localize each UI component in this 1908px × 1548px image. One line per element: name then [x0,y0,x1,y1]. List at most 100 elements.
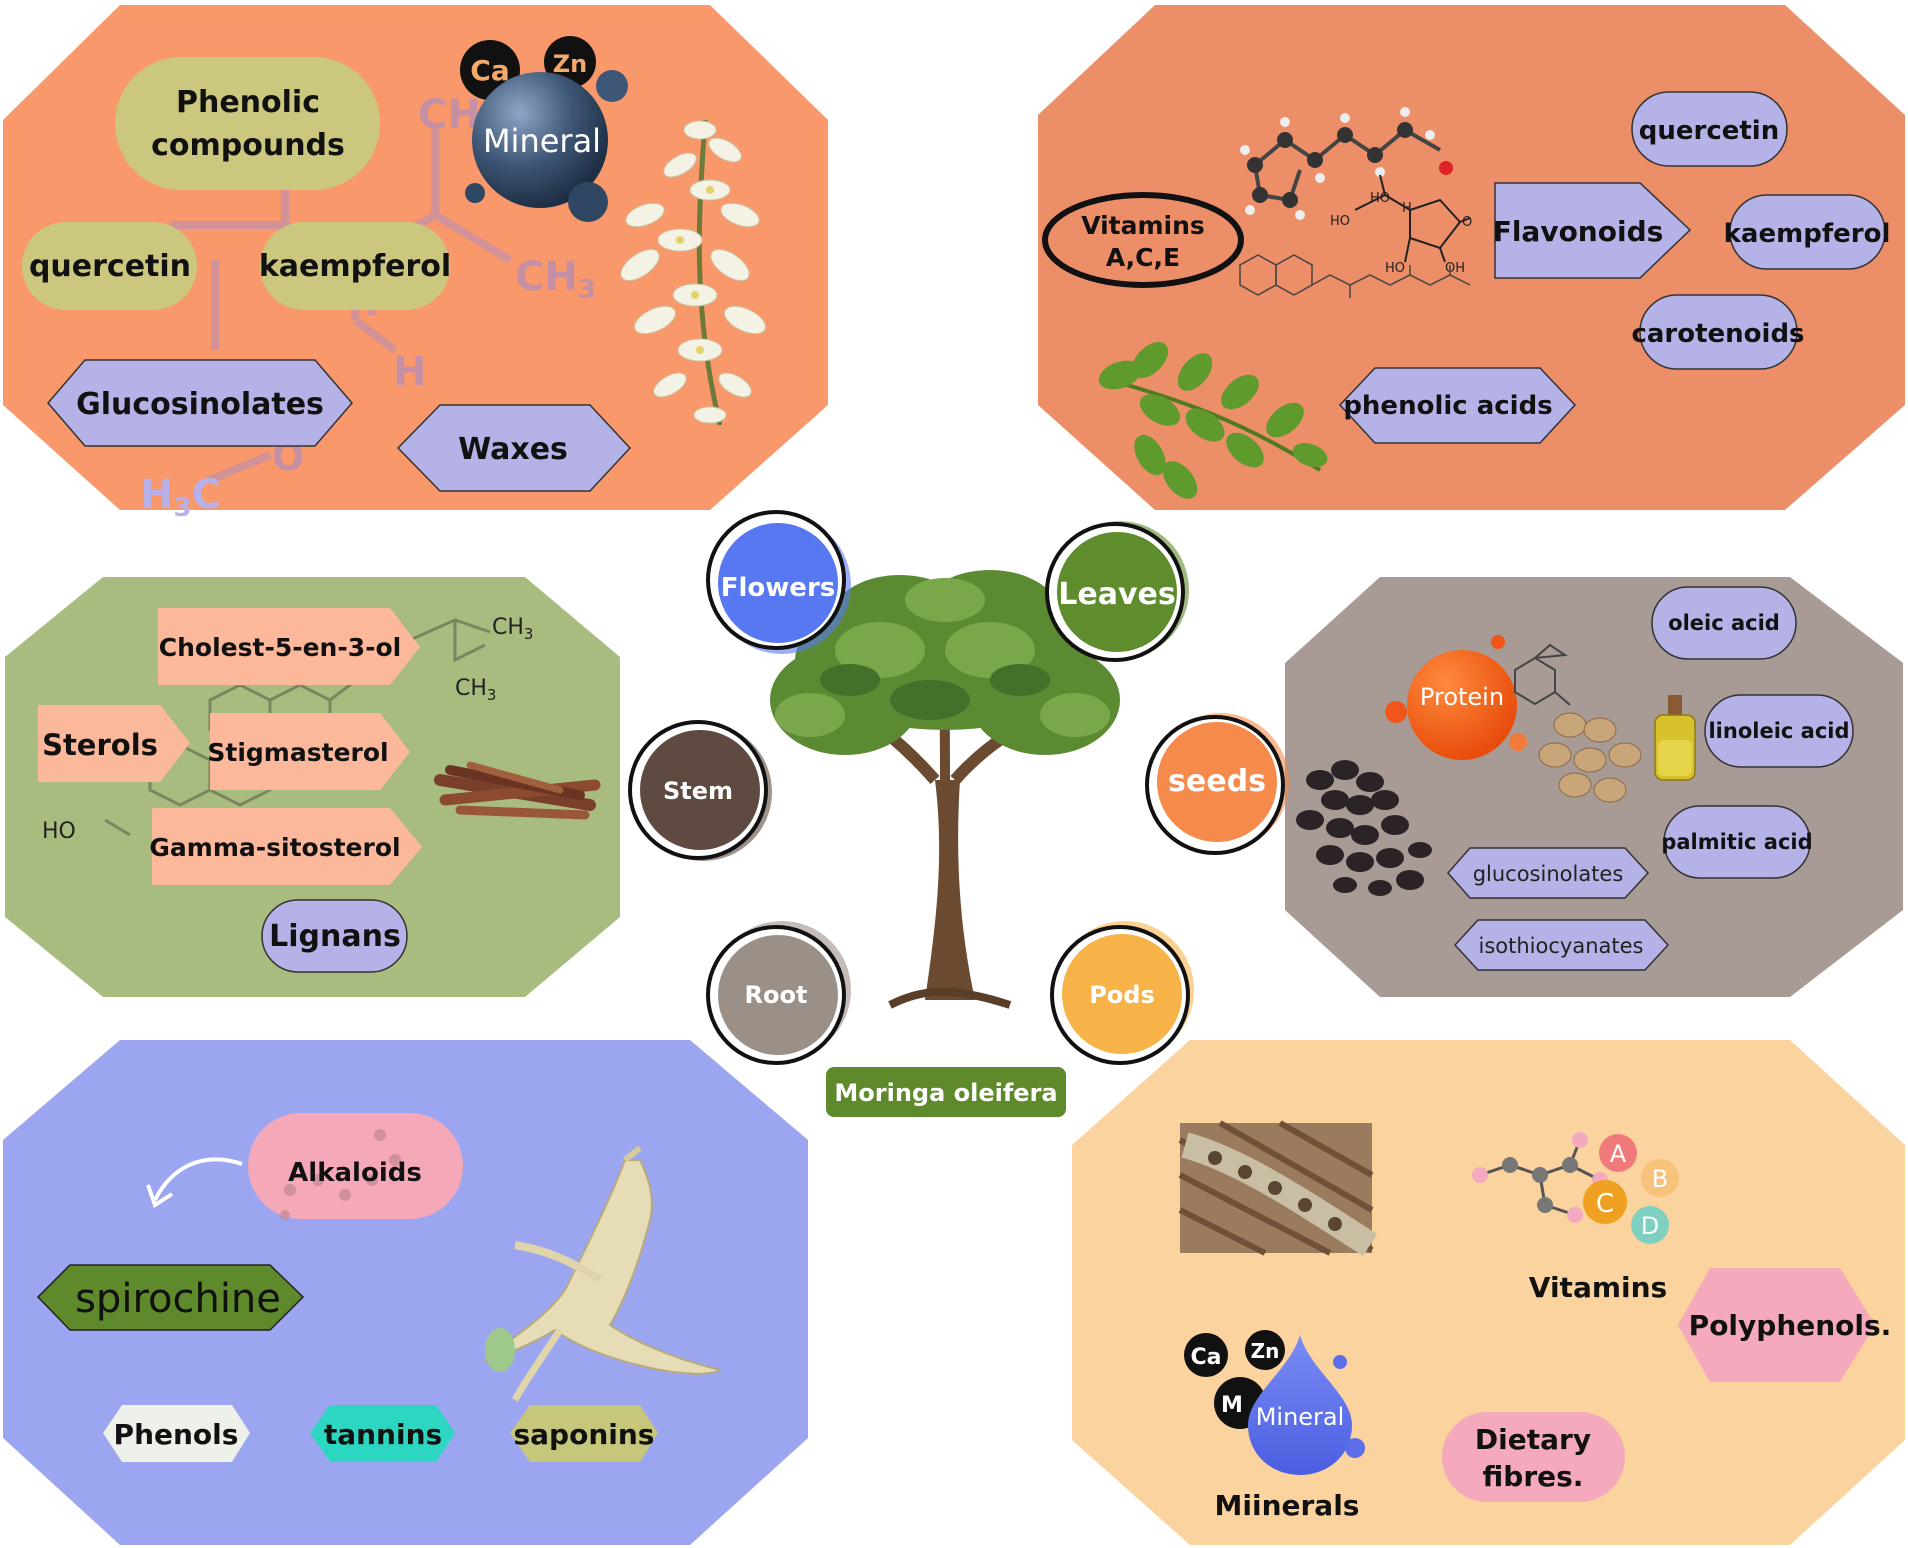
bark-sticks-icon [434,761,601,820]
panel-root: Alkaloids spirochine Phenols tannins sap… [3,1040,808,1545]
vitamin-d-label: D [1641,1212,1659,1240]
moringa-tree-icon [770,570,1120,1009]
cholest-arrow [158,608,420,685]
phenolic-compounds-pill [115,57,380,190]
polyphenols-hexagon [1678,1268,1875,1382]
palmitic-acid-pill [1663,805,1811,879]
flavonoids-label: Flavonoids [1493,215,1664,248]
isothiocyanates-hexagon [1453,919,1670,971]
oil-bottle-icon [1654,695,1696,781]
cholest-label: Cholest-5-en-3-ol [159,633,401,662]
ascorbic-ho-left: HO [1330,214,1350,229]
flowers-kaempferol-pill [260,222,450,310]
mineral-ca-label: Ca [470,54,509,87]
phenolic-acids-hexagon [1338,367,1577,444]
winged-seeds-icon [1538,712,1642,803]
carotenoids-pill [1639,294,1798,370]
curved-arrow-icon [153,1157,243,1201]
saponins-hexagon [510,1405,658,1462]
oleic-acid-pill [1651,586,1797,660]
seeds-glucosinolates-hexagon [1447,847,1650,899]
stigmasterol-arrow [210,713,410,790]
phenols-hexagon [103,1405,250,1462]
gamma-sitosterol-label: Gamma-sitosterol [149,833,400,862]
spirochine-hexagon [36,1264,305,1331]
flowers-quercetin-label: quercetin [29,249,191,284]
alkaloids-label: Alkaloids [288,1158,422,1188]
stem-ch3-a: CH3 [492,615,533,643]
leaves-quercetin-label: quercetin [1639,116,1779,146]
pods-illustration-icon [1178,1120,1378,1256]
flowers-glucosinolates-label: Glucosinolates [76,387,324,422]
phenolic-label-line1: Phenolic [176,85,320,120]
leaves-kaempferol-label: kaempferol [1724,219,1891,249]
alkaloid-molecule-icon [280,1129,401,1220]
vitamin-c-label: C [1596,1189,1614,1219]
tannins-label: tannins [324,1418,442,1451]
sterols-label: Sterols [42,728,158,762]
node-pods[interactable]: Pods [1050,921,1194,1065]
ascorbic-acid-structure [1354,174,1471,263]
waxes-label: Waxes [458,432,568,467]
sterols-arrow [38,705,190,782]
vitamin-b-label: B [1652,1165,1668,1193]
palmitic-acid-label: palmitic acid [1661,830,1812,854]
tocopherol-structure [1239,254,1471,298]
seed-pile-icon [1296,760,1432,896]
panel-seeds: Protein [1285,577,1903,997]
saponins-label: saponins [514,1418,655,1451]
node-leaves[interactable]: Leaves [1045,521,1189,662]
flavonoids-arrow [1494,182,1692,279]
node-stem[interactable]: Stem [628,720,772,861]
mineral-drop-icon: Ca Zn M Mineral [1184,1330,1365,1475]
mineral-ball-icon: Ca Zn Mineral [460,36,628,222]
protein-ball-icon: Protein [1385,635,1571,760]
node-root[interactable]: Root [706,921,851,1065]
flowers-glucosinolates-hexagon [47,359,353,447]
center-title: Moringa oleifera [834,1079,1057,1107]
isothiocyanates-label: isothiocyanates [1479,934,1644,958]
linoleic-acid-pill [1704,694,1854,768]
vitamin-a-label: A [1610,1140,1627,1168]
lignans-pill [261,899,408,973]
center-title-badge [826,1067,1066,1117]
vitamins-ace-line1: Vitamins [1081,211,1205,240]
vitamin-molecule-icon: A B C D [1472,1132,1679,1244]
polyphenols-label: Polyphenols. [1689,1309,1892,1342]
tannins-hexagon [310,1405,455,1462]
panel-flowers: CH CH3 H O H3C Phenolic compounds querce… [3,5,828,523]
drop-mineral-label: Mineral [1256,1403,1345,1431]
panel-pods: A B C D Vitamins Polyphenols. Ca Zn M Mi… [1072,1040,1905,1545]
stem-ch3-b: CH3 [455,676,496,704]
drop-zn-label: Zn [1251,1339,1280,1363]
root-illustration-icon [481,1145,723,1402]
flowers-quercetin-pill [22,222,197,310]
miinerals-label: Miinerals [1215,1489,1360,1522]
seeds-glucosinolates-label: glucosinolates [1473,862,1624,886]
node-seeds[interactable]: seeds [1145,713,1289,855]
phenols-label: Phenols [114,1418,239,1451]
ascorbic-ho-bottom: HO [1385,261,1405,276]
moringa-flower-icon [620,119,766,426]
ascorbic-h: H [1402,201,1412,216]
node-flowers[interactable]: Flowers [706,510,851,654]
phenolic-label-line2: compounds [151,128,345,163]
stem-ho-label: HO [42,819,76,844]
node-stem-label: Stem [663,777,733,805]
spirochine-label: spirochine [75,1276,281,1322]
carotenoids-label: carotenoids [1631,319,1804,349]
stigmasterol-label: Stigmasterol [207,738,388,767]
mineral-label: Mineral [483,122,601,160]
chem-label-ch3: CH3 [515,254,596,305]
linoleic-acid-label: linoleic acid [1708,719,1849,743]
dietary-fibres-pill [1442,1412,1625,1502]
molecule-ball-stick-icon [1240,107,1453,220]
vitamins-ace-ellipse [1042,192,1244,288]
flowers-kaempferol-label: kaempferol [259,249,451,284]
leaves-kaempferol-pill [1729,194,1886,270]
node-flowers-label: Flowers [721,573,836,603]
chem-label-h: H [393,349,426,395]
leaves-quercetin-pill [1631,91,1788,167]
dietary-fibres-line2: fibres. [1483,1460,1584,1493]
